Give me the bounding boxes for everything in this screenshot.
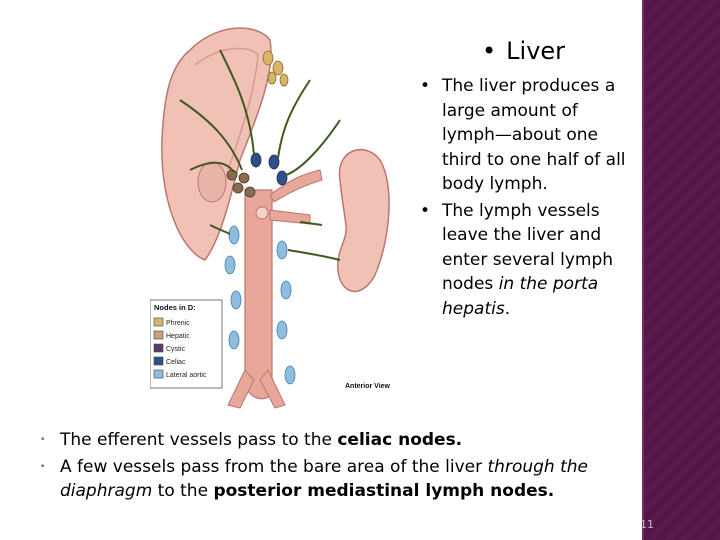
aortic-branch-left xyxy=(227,369,255,409)
legend-swatch xyxy=(153,330,164,340)
right-bullet-list: • The liver produces a large amount of ly… xyxy=(418,74,633,323)
node-legend: Nodes in D: PhrenicHepaticCysticCeliacLa… xyxy=(150,299,223,389)
vessel-lumen xyxy=(255,206,269,220)
side-decoration-bar xyxy=(642,0,720,540)
gallbladder xyxy=(197,161,227,203)
legend-swatch xyxy=(153,343,164,353)
kidney-shape xyxy=(337,149,390,293)
bullet-text-run: in the porta hepatis xyxy=(442,274,599,319)
legend-label: Cystic xyxy=(166,346,186,353)
lateral-aortic-nodes xyxy=(224,225,296,385)
splenic-vessel xyxy=(269,169,323,203)
bullet-marker: • xyxy=(40,461,46,472)
legend-title: Nodes in D: xyxy=(154,303,196,312)
legend-label: Lateral aortic xyxy=(166,372,207,379)
heading-bullet: • xyxy=(482,37,497,65)
lymph-vessels xyxy=(179,49,341,261)
legend-label: Celiac xyxy=(166,359,186,366)
bullet-text-run: The efferent vessels pass to the xyxy=(60,430,338,450)
bottom-bullet-list: • The efferent vessels pass to the celiac… xyxy=(40,428,640,506)
bullet-marker: • xyxy=(40,435,46,445)
slide-number: 11 xyxy=(640,518,654,531)
bullet-marker: • xyxy=(420,76,431,96)
liver-shape xyxy=(161,27,272,261)
bullet-item: • The efferent vessels pass to the celiac… xyxy=(40,428,640,453)
bullet-item: • The liver produces a large amount of ly… xyxy=(418,74,633,197)
anatomy-svg: Nodes in D: PhrenicHepaticCysticCeliacLa… xyxy=(150,27,391,409)
aortic-branch-right xyxy=(259,369,286,409)
legend-swatch xyxy=(153,369,164,379)
slide-heading: • Liver xyxy=(482,34,632,68)
bullet-text-run: . xyxy=(504,298,511,319)
aorta xyxy=(244,189,273,400)
legend-swatch xyxy=(153,356,164,366)
bullet-item: • The lymph vessels leave the liver and e… xyxy=(418,199,633,322)
bullet-text-run: posterior mediastinal lymph nodes. xyxy=(213,481,555,501)
bullet-text-run: A few vessels pass from the bare area of… xyxy=(60,456,488,477)
bullet-item: • A few vessels pass from the bare area o… xyxy=(40,455,640,504)
view-label: Anterior View xyxy=(345,383,391,390)
bullet-marker: • xyxy=(420,200,431,221)
phrenic-nodes xyxy=(262,50,289,87)
side-bar-edge xyxy=(642,0,644,540)
celiac-nodes xyxy=(250,152,288,186)
legend-label: Phrenic xyxy=(166,320,190,327)
legend-label: Hepatic xyxy=(166,333,190,340)
bullet-text-run: The lymph vessels leave the liver and en… xyxy=(442,200,614,295)
bullet-text-run: to the xyxy=(152,481,214,501)
bullet-text-run: The liver produces a large amount of lym… xyxy=(442,76,626,194)
bullet-text-run: celiac nodes. xyxy=(337,430,463,450)
legend-swatch xyxy=(153,317,164,327)
bullet-text-run: through the diaphragm xyxy=(60,456,588,502)
heading-text: Liver xyxy=(506,37,566,65)
